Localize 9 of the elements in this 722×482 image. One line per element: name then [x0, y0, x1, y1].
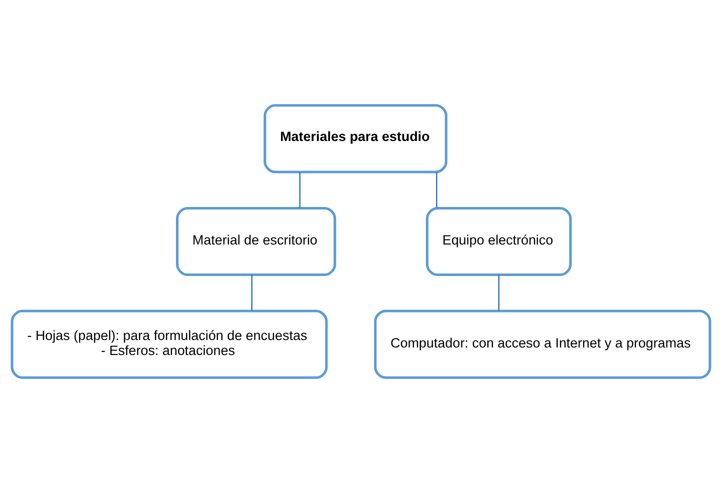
- connector: [299, 172, 301, 208]
- connector: [498, 274, 500, 310]
- connector: [251, 274, 252, 310]
- node-box: - Hojas (papel): para formulación de encuestas - Esferos: anotaciones: [10, 309, 328, 378]
- node-box: Materiales para estudio: [264, 104, 448, 173]
- node-box: Equipo electrónico: [426, 206, 572, 276]
- node-box: Material de escritorio: [176, 206, 336, 276]
- connector: [436, 172, 438, 208]
- node-box: Computador: con acceso a Internet y a programas: [374, 309, 712, 378]
